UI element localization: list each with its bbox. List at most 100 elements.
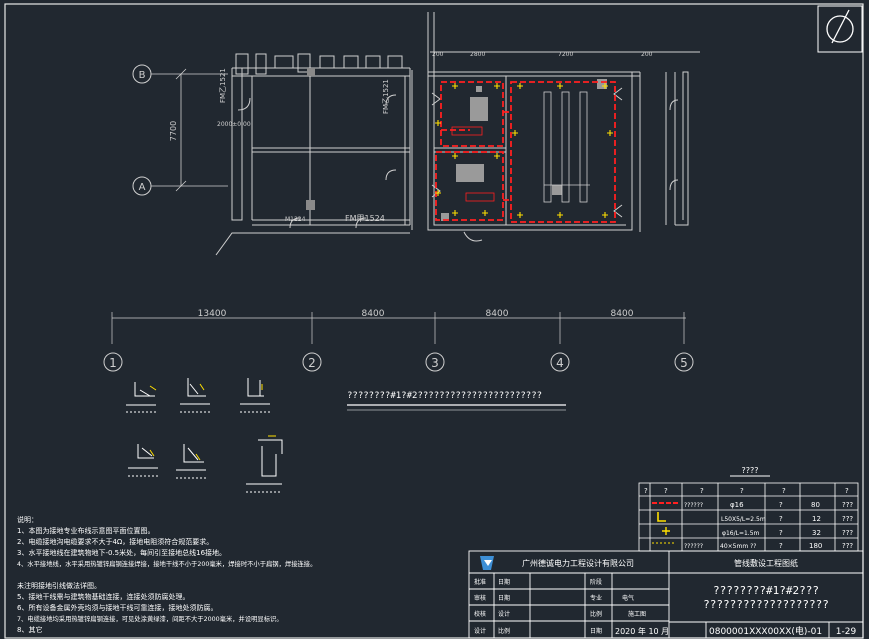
grid-col-1: 1 bbox=[109, 356, 117, 370]
legend-row4-unit: ? bbox=[779, 542, 783, 550]
elevation-label: 2000±0.00 bbox=[217, 121, 251, 128]
tb-mid4-key: 日期 bbox=[590, 627, 602, 635]
legend-row3-unit: ? bbox=[779, 529, 783, 537]
sheet-code: 0800001XXX00XX(电)-01 bbox=[709, 625, 822, 637]
legend-head-6: ? bbox=[845, 487, 849, 495]
note-line-9: 8、其它 bbox=[17, 625, 42, 634]
title-block-text: 广州德诚电力工程设计有限公司 管线敷设工程图纸 ????????#1?#2???… bbox=[474, 558, 856, 637]
compass-box bbox=[817, 5, 863, 53]
legend-row4-note: ??? bbox=[842, 542, 853, 550]
legend-symbols bbox=[652, 502, 678, 544]
angle-steel-icon bbox=[657, 512, 666, 522]
notes: 说明： 1、本图为接地专业布线示意图平面位置图。 2、电缆接地沟电缆要求不大于4… bbox=[17, 515, 316, 634]
tb-row4-key: 设计 bbox=[474, 627, 486, 635]
tb-row4-val: 比例 bbox=[498, 627, 510, 635]
top-dim-1: 200 bbox=[432, 51, 444, 58]
top-dim-2: 2800 bbox=[470, 51, 485, 58]
legend-row2-note: ??? bbox=[842, 515, 853, 523]
legend-row3-qty: 32 bbox=[812, 529, 821, 537]
legend-row3-spec: φ16/L=1.5m bbox=[722, 530, 760, 537]
note-line-6: 5、接地干线需与建筑物基础连接，连接处须防腐处理。 bbox=[17, 592, 189, 601]
legend-head-5: ? bbox=[782, 487, 786, 495]
legend-row1-sym: ?????? bbox=[684, 502, 703, 509]
tb-row1-val: 日期 bbox=[498, 578, 510, 586]
drawing-frame bbox=[4, 3, 864, 639]
legend-row1-note: ??? bbox=[842, 501, 853, 509]
grid-row-b-label: B bbox=[139, 70, 146, 81]
detail-sketches bbox=[126, 378, 283, 493]
legend-row1-spec: φ16 bbox=[730, 501, 744, 509]
legend-row4-sym: ?????? bbox=[684, 543, 703, 550]
left-labels: FM乙1521 FM乙1521 FM甲1524 M1224 2000±0.00 bbox=[217, 68, 390, 223]
note-line-8: 7、电缆接地均采用热镀锌扁钢连接，可见处涂黄绿漆，间距不大于2000毫米，并设明… bbox=[17, 614, 283, 623]
grid-col-2: 2 bbox=[308, 356, 316, 370]
title-block bbox=[468, 550, 864, 639]
north-arrow-icon bbox=[826, 15, 854, 43]
tb-row1-key: 批准 bbox=[474, 578, 486, 586]
legend-head-3: ? bbox=[700, 487, 704, 495]
legend-row4-qty: 180 bbox=[809, 542, 822, 550]
note-line-1: 1、本图为接地专业布线示意图平面位置图。 bbox=[17, 526, 154, 535]
col-span-1: 13400 bbox=[198, 309, 227, 319]
tb-mid2-val: 电气 bbox=[622, 594, 634, 602]
legend-row2-unit: ? bbox=[779, 515, 783, 523]
sheet-number: 1-29 bbox=[836, 627, 857, 637]
column-block bbox=[306, 200, 315, 210]
grid-row-axes: B A 7700 bbox=[132, 64, 228, 196]
note-line-3: 3、水平接地线在建筑物地下-0.5米处，每间引至接地总线16接地。 bbox=[17, 548, 226, 557]
top-dim-3: 7200 bbox=[558, 51, 573, 58]
door-label-fm2: FM乙1521 bbox=[382, 79, 390, 114]
section-title: ????????#1?#2??????????????????????? bbox=[347, 391, 566, 411]
legend-head-1: ? bbox=[644, 487, 648, 495]
tb-mid3-key: 比例 bbox=[590, 610, 602, 618]
legend-caption-text: ???? bbox=[742, 466, 759, 475]
note-line-5: 未注明接地引线做法详图。 bbox=[17, 581, 101, 590]
tb-row3-key: 校核 bbox=[474, 610, 486, 618]
legend-row1-unit: ? bbox=[779, 501, 783, 509]
legend-head-2: ? bbox=[664, 487, 668, 495]
legend-row2-spec: L50X5/L=2.5m bbox=[721, 516, 766, 523]
drawing-title: ????????#1?#2??? bbox=[713, 584, 819, 597]
grid-col-4: 4 bbox=[556, 356, 564, 370]
legend-text: ? ? ? ? ? ? ?????? φ16 ? 80 ??? L50X5/L=… bbox=[644, 487, 853, 550]
legend-row1-qty: 80 bbox=[811, 501, 820, 509]
grounding-pins bbox=[435, 83, 613, 218]
tb-row2-key: 审核 bbox=[474, 594, 486, 602]
legend-row3-note: ??? bbox=[842, 529, 853, 537]
grid-row-a-label: A bbox=[139, 182, 146, 193]
col-span-4: 8400 bbox=[611, 309, 634, 319]
detail-yellow bbox=[149, 383, 276, 461]
door-label-m1224: M1224 bbox=[285, 216, 306, 223]
legend-head-4: ? bbox=[740, 487, 744, 495]
red-tag bbox=[451, 126, 483, 136]
company-name: 广州德诚电力工程设计有限公司 bbox=[522, 558, 634, 568]
grid-col-3: 3 bbox=[431, 356, 439, 370]
top-dim-4: 200 bbox=[641, 51, 653, 58]
notes-title: 说明： bbox=[17, 515, 38, 524]
tb-mid3-val: 施工图 bbox=[628, 610, 646, 618]
note-line-2: 2、电缆接地沟电缆要求不大于4Ω，接地电阻须符合规范要求。 bbox=[17, 537, 213, 546]
ground-rod-icon bbox=[662, 527, 670, 535]
company-logo-icon bbox=[480, 556, 494, 570]
grid-row-span: 7700 bbox=[169, 121, 178, 141]
cabinet-rows bbox=[543, 91, 590, 203]
note-line-4: 4、水平接地线，水平采用热镀锌扁钢连接焊接，接地干线不小于200毫米，焊接时不小… bbox=[17, 559, 316, 568]
top-dimensions: 200 2800 7200 200 bbox=[430, 51, 700, 58]
grid-col-5: 5 bbox=[680, 356, 688, 370]
drawing-subtitle: ??????????????????? bbox=[703, 598, 829, 611]
tb-row2-val: 日期 bbox=[498, 594, 510, 602]
door-label-fm3: FM甲1524 bbox=[345, 214, 385, 223]
legend-row2-qty: 12 bbox=[812, 515, 821, 523]
section-title-text: ????????#1?#2??????????????????????? bbox=[347, 391, 542, 401]
drawing-date: 2020 年 10 月 bbox=[615, 626, 669, 636]
col-span-2: 8400 bbox=[362, 309, 385, 319]
tb-mid1-key: 阶段 bbox=[590, 578, 602, 586]
tb-row3-val: 设计 bbox=[498, 610, 510, 618]
project-name: 管线敷设工程图纸 bbox=[734, 558, 798, 568]
building-right bbox=[411, 12, 700, 242]
grounding-loop bbox=[435, 81, 616, 223]
col-span-3: 8400 bbox=[486, 309, 509, 319]
legend-row4-spec: 40×5mm ?? bbox=[720, 543, 756, 550]
